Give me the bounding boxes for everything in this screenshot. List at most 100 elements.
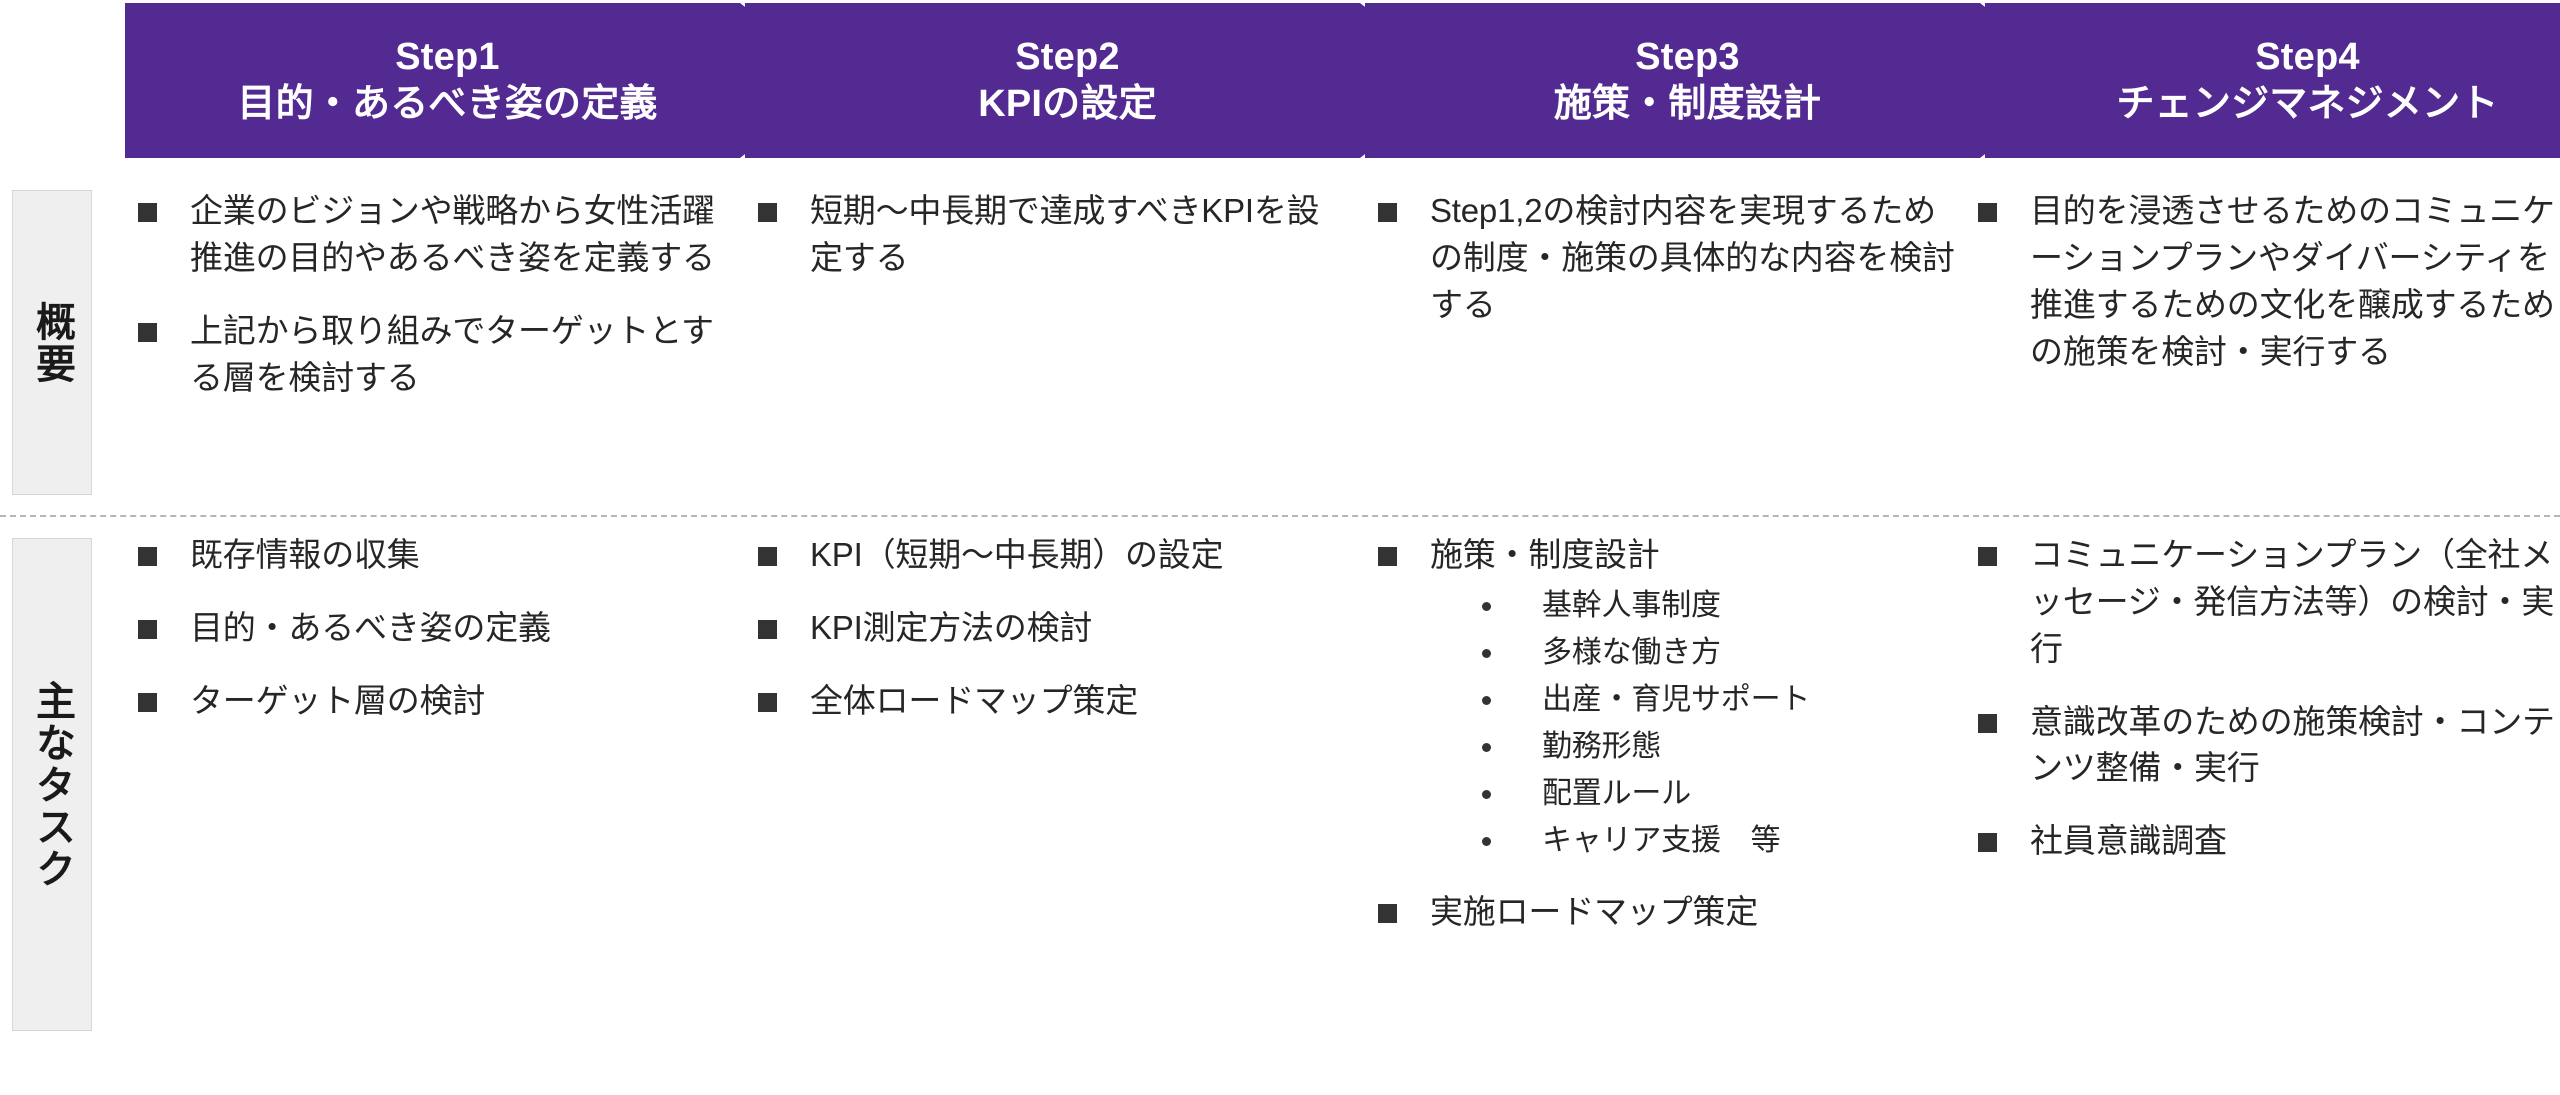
step-title-2: KPIの設定 bbox=[978, 82, 1157, 125]
square-bullet-icon bbox=[138, 322, 157, 342]
step-title-3: 施策・制度設計 bbox=[1553, 82, 1822, 125]
square-bullet-icon bbox=[758, 692, 777, 712]
list-item: 実施ロードマップ策定 bbox=[1368, 889, 1968, 936]
tasks-cell-step3: 施策・制度設計 基幹人事制度 多様な働き方 出産・育児サポート bbox=[1368, 532, 1968, 962]
list-item: 目的・あるべき姿の定義 bbox=[128, 605, 728, 652]
square-bullet-icon bbox=[1978, 833, 1997, 853]
dot-bullet-icon bbox=[1482, 601, 1491, 611]
row-label-tasks-text: 主なタスク bbox=[30, 679, 74, 890]
list-item: KPI（短期～中長期）の設定 bbox=[748, 532, 1348, 579]
overview-bullet-list-1: 企業のビジョンや戦略から女性活躍推進の目的やあるべき姿を定義する 上記から取り組… bbox=[128, 188, 728, 401]
tasks-bullet-list-1: 既存情報の収集 目的・あるべき姿の定義 ターゲット層の検討 bbox=[128, 532, 728, 725]
list-item: 配置ルール bbox=[1430, 771, 1968, 816]
list-item: 出産・育児サポート bbox=[1430, 677, 1968, 722]
step-chevron-1[interactable]: Step1 目的・あるべき姿の定義 bbox=[125, 3, 840, 158]
list-item: 目的を浸透させるためのコミュニケーションプランやダイバーシティを推進するための文… bbox=[1968, 188, 2560, 375]
list-item: 基幹人事制度 bbox=[1430, 583, 1968, 628]
row-label-tasks: 主なタスク bbox=[12, 538, 92, 1031]
list-item: 全体ロードマップ策定 bbox=[748, 678, 1348, 725]
list-item: 短期～中長期で達成すべきKPIを設定する bbox=[748, 188, 1348, 282]
bullet-text: 目的・あるべき姿の定義 bbox=[190, 608, 551, 646]
subbullet-text: 配置ルール bbox=[1542, 776, 1691, 810]
step-chevron-row: Step1 目的・あるべき姿の定義 Step2 KPIの設定 Step3 施策・… bbox=[0, 0, 2560, 160]
step-chevron-2[interactable]: Step2 KPIの設定 bbox=[745, 3, 1460, 158]
step-number-4: Step4 bbox=[2255, 36, 2360, 79]
overview-cell-step2: 短期～中長期で達成すべきKPIを設定する bbox=[748, 188, 1348, 308]
bullet-text: 実施ロードマップ策定 bbox=[1430, 892, 1759, 930]
overview-bullet-list-4: 目的を浸透させるためのコミュニケーションプランやダイバーシティを推進するための文… bbox=[1968, 188, 2560, 375]
overview-cell-step1: 企業のビジョンや戦略から女性活躍推進の目的やあるべき姿を定義する 上記から取り組… bbox=[128, 188, 728, 427]
row-divider bbox=[0, 515, 2560, 517]
list-item: Step1,2の検討内容を実現するための制度・施策の具体的な内容を検討する bbox=[1368, 188, 1968, 329]
overview-bullet-list-2: 短期～中長期で達成すべきKPIを設定する bbox=[748, 188, 1348, 282]
square-bullet-icon bbox=[758, 203, 777, 222]
step-number-3: Step3 bbox=[1635, 36, 1740, 79]
square-bullet-icon bbox=[1378, 903, 1397, 923]
tasks-cell-step1: 既存情報の収集 目的・あるべき姿の定義 ターゲット層の検討 bbox=[128, 532, 728, 751]
step-title-4: チェンジマネジメント bbox=[2116, 82, 2499, 125]
bullet-text: 目的を浸透させるためのコミュニケーションプランやダイバーシティを推進するための文… bbox=[2030, 192, 2555, 370]
list-item: コミュニケーションプラン（全社メッセージ・発信方法等）の検討・実行 bbox=[1968, 532, 2560, 673]
tasks-cell-step2: KPI（短期～中長期）の設定 KPI測定方法の検討 全体ロードマップ策定 bbox=[748, 532, 1348, 751]
row-label-overview: 概要 bbox=[12, 190, 92, 495]
bullet-text: 社員意識調査 bbox=[2030, 822, 2227, 860]
square-bullet-icon bbox=[138, 203, 157, 222]
step-title-1: 目的・あるべき姿の定義 bbox=[237, 82, 658, 125]
row-label-overview-text: 概要 bbox=[30, 300, 74, 385]
square-bullet-icon bbox=[1378, 203, 1397, 222]
square-bullet-icon bbox=[138, 692, 157, 712]
subbullet-text: 多様な働き方 bbox=[1542, 635, 1721, 669]
list-item: KPI測定方法の検討 bbox=[748, 605, 1348, 652]
subbullet-text: 勤務形態 bbox=[1542, 729, 1662, 763]
overview-bullet-list-3: Step1,2の検討内容を実現するための制度・施策の具体的な内容を検討する bbox=[1368, 188, 1968, 329]
overview-cell-step3: Step1,2の検討内容を実現するための制度・施策の具体的な内容を検討する bbox=[1368, 188, 1968, 355]
list-item: 社員意識調査 bbox=[1968, 818, 2560, 865]
list-item: 既存情報の収集 bbox=[128, 532, 728, 579]
step-chevron-3[interactable]: Step3 施策・制度設計 bbox=[1365, 3, 2080, 158]
bullet-text: KPI測定方法の検討 bbox=[810, 608, 1093, 646]
bullet-text: 上記から取り組みでターゲットとする層を検討する bbox=[190, 311, 714, 396]
dot-bullet-icon bbox=[1482, 648, 1491, 658]
list-item: 企業のビジョンや戦略から女性活躍推進の目的やあるべき姿を定義する bbox=[128, 188, 728, 282]
subbullet-text: 基幹人事制度 bbox=[1542, 588, 1721, 622]
tasks-bullet-list-3: 施策・制度設計 基幹人事制度 多様な働き方 出産・育児サポート bbox=[1368, 532, 1968, 936]
bullet-text: 全体ロードマップ策定 bbox=[810, 681, 1139, 719]
list-item: 上記から取り組みでターゲットとする層を検討する bbox=[128, 308, 728, 402]
bullet-text: ターゲット層の検討 bbox=[190, 681, 486, 719]
dot-bullet-icon bbox=[1482, 742, 1491, 752]
square-bullet-icon bbox=[1978, 547, 1997, 566]
square-bullet-icon bbox=[138, 619, 157, 639]
bullet-text: Step1,2の検討内容を実現するための制度・施策の具体的な内容を検討する bbox=[1430, 192, 1955, 323]
square-bullet-icon bbox=[1978, 203, 1997, 222]
list-item: キャリア支援 等 bbox=[1430, 818, 1968, 863]
square-bullet-icon bbox=[1378, 547, 1397, 566]
overview-cell-step4: 目的を浸透させるためのコミュニケーションプランやダイバーシティを推進するための文… bbox=[1968, 188, 2560, 401]
tasks-bullet-list-4: コミュニケーションプラン（全社メッセージ・発信方法等）の検討・実行 意識改革のた… bbox=[1968, 532, 2560, 865]
bullet-text: 既存情報の収集 bbox=[190, 536, 420, 573]
tasks-sub-list-step3: 基幹人事制度 多様な働き方 出産・育児サポート 勤務形態 bbox=[1430, 583, 1968, 863]
list-item: ターゲット層の検討 bbox=[128, 678, 728, 725]
subbullet-text: 出産・育児サポート bbox=[1542, 682, 1811, 716]
tasks-cell-step4: コミュニケーションプラン（全社メッセージ・発信方法等）の検討・実行 意識改革のた… bbox=[1968, 532, 2560, 891]
bullet-text: KPI（短期～中長期）の設定 bbox=[810, 536, 1224, 573]
subbullet-text: キャリア支援 等 bbox=[1542, 823, 1781, 857]
square-bullet-icon bbox=[758, 547, 777, 566]
list-item: 多様な働き方 bbox=[1430, 630, 1968, 675]
bullet-text: 施策・制度設計 bbox=[1430, 536, 1660, 573]
dot-bullet-icon bbox=[1482, 695, 1491, 705]
list-item: 勤務形態 bbox=[1430, 724, 1968, 769]
bullet-text: 意識改革のための施策検討・コンテンツ整備・実行 bbox=[2030, 702, 2555, 787]
list-item: 施策・制度設計 基幹人事制度 多様な働き方 出産・育児サポート bbox=[1368, 532, 1968, 863]
bullet-text: 短期～中長期で達成すべきKPIを設定する bbox=[810, 192, 1320, 276]
step-chevron-4[interactable]: Step4 チェンジマネジメント bbox=[1985, 3, 2560, 158]
dot-bullet-icon bbox=[1482, 789, 1491, 799]
step-number-2: Step2 bbox=[1015, 36, 1120, 79]
tasks-bullet-list-2: KPI（短期～中長期）の設定 KPI測定方法の検討 全体ロードマップ策定 bbox=[748, 532, 1348, 725]
step-number-1: Step1 bbox=[395, 36, 500, 79]
list-item: 意識改革のための施策検討・コンテンツ整備・実行 bbox=[1968, 699, 2560, 793]
bullet-text: コミュニケーションプラン（全社メッセージ・発信方法等）の検討・実行 bbox=[2030, 536, 2555, 667]
bullet-text: 企業のビジョンや戦略から女性活躍推進の目的やあるべき姿を定義する bbox=[190, 192, 715, 276]
square-bullet-icon bbox=[1978, 713, 1997, 733]
square-bullet-icon bbox=[138, 547, 157, 566]
